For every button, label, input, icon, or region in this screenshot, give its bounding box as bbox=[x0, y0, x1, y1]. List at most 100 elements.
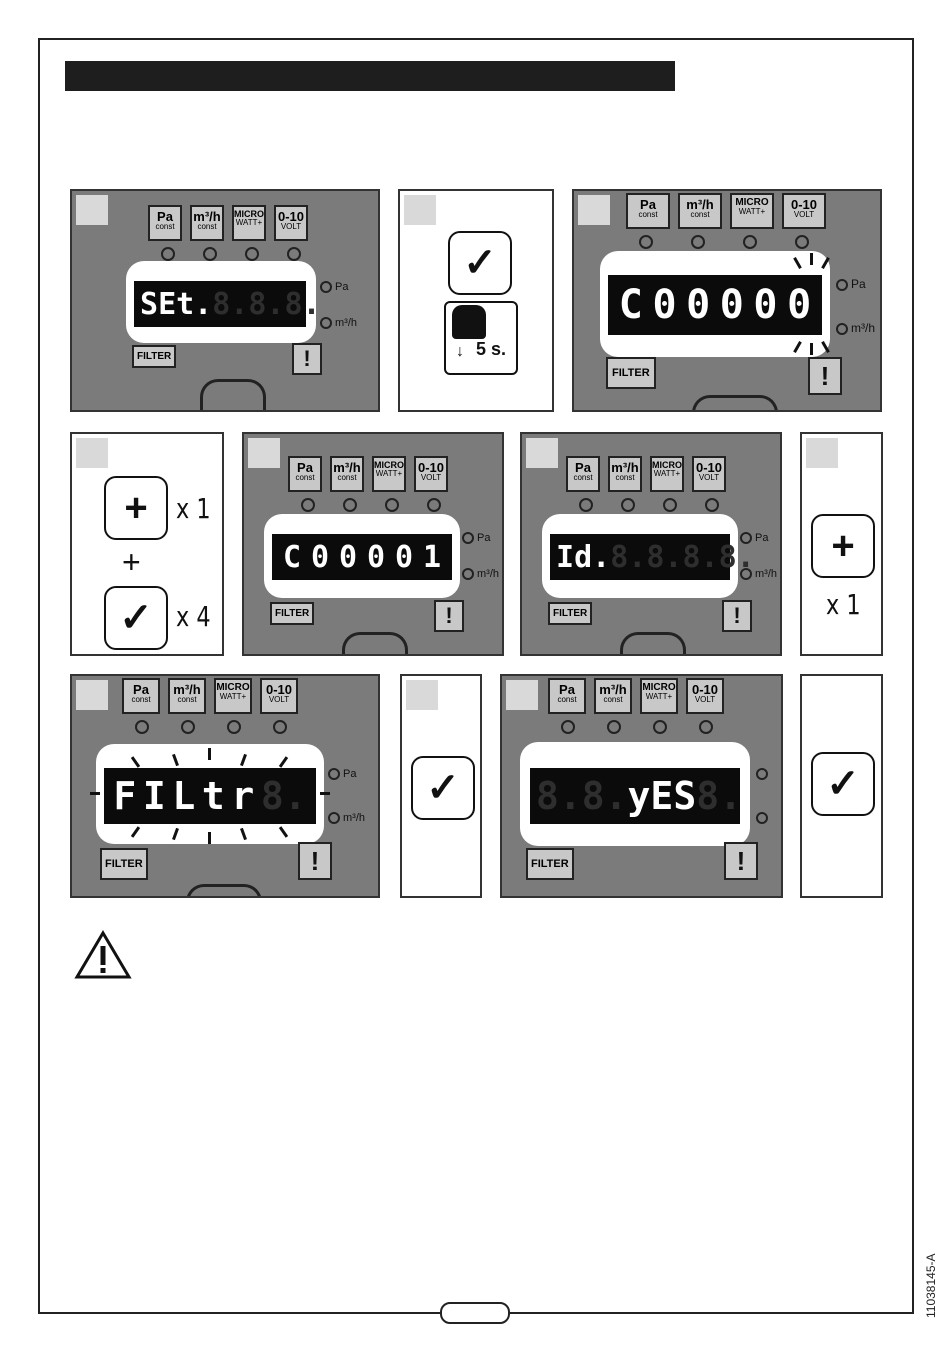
seven-segment-display: 8. 8. y E S 8. bbox=[530, 768, 742, 824]
step-11-panel: ✓ bbox=[800, 674, 883, 898]
alarm-button[interactable]: ! bbox=[724, 842, 758, 880]
device-plus-key[interactable] bbox=[620, 632, 686, 654]
section-title-bar bbox=[65, 61, 675, 91]
alarm-button[interactable]: ! bbox=[808, 357, 842, 395]
display-digit: d. bbox=[574, 539, 611, 575]
step-number-box bbox=[526, 438, 558, 468]
device-plus-key[interactable] bbox=[186, 884, 262, 896]
filter-button[interactable]: FILTER bbox=[548, 602, 593, 625]
m3h-indicator: m³/h bbox=[740, 568, 777, 580]
display-digit: t bbox=[201, 774, 225, 818]
pa-indicator: Pa bbox=[320, 281, 348, 293]
display-digit: 8. bbox=[682, 539, 719, 575]
seven-segment-display: I d. 8. 8. 8. 8. bbox=[550, 534, 755, 580]
filter-button[interactable]: FILTER bbox=[270, 602, 315, 625]
filter-button[interactable]: FILTER bbox=[100, 848, 148, 880]
display-digit: 8. bbox=[284, 286, 321, 322]
step-number-box bbox=[76, 195, 108, 225]
display-digit: 0 bbox=[719, 282, 744, 328]
plus-icon: + bbox=[104, 476, 168, 540]
pa-indicator: Pa bbox=[836, 277, 866, 291]
pa-indicator: Pa bbox=[740, 532, 768, 544]
filter-button[interactable]: FILTER bbox=[526, 848, 574, 880]
filter-button[interactable]: FILTER bbox=[132, 345, 177, 368]
display-digit: S bbox=[140, 286, 159, 322]
step-2-panel: ✓ ↓ 5 s. bbox=[398, 189, 554, 412]
seven-segment-display: S E t. 8. 8. 8. bbox=[134, 281, 321, 327]
display-digit: 0 bbox=[366, 539, 386, 575]
blink-mark bbox=[208, 832, 211, 844]
device-plus-key[interactable] bbox=[692, 395, 778, 410]
display-digit: 8. bbox=[212, 286, 249, 322]
combination-plus: + bbox=[122, 544, 141, 580]
device-plus-key[interactable] bbox=[200, 379, 266, 410]
step-number-box bbox=[404, 195, 436, 225]
page-number-tab bbox=[440, 1302, 510, 1324]
alarm-button[interactable]: ! bbox=[298, 842, 332, 880]
display-digit: 8. bbox=[610, 539, 647, 575]
m3h-indicator-partial bbox=[756, 812, 771, 824]
display-digit: r bbox=[231, 774, 255, 818]
display-digit: I bbox=[556, 539, 575, 575]
display-digit: L bbox=[172, 774, 196, 818]
check-icon: ✓ bbox=[811, 752, 875, 816]
alarm-button[interactable]: ! bbox=[292, 343, 322, 375]
alarm-button[interactable]: ! bbox=[434, 600, 464, 632]
check-icon: ✓ bbox=[448, 231, 512, 295]
display-digit: 8. bbox=[536, 774, 582, 818]
display-digit: 8. bbox=[248, 286, 285, 322]
display-digit: E bbox=[158, 286, 177, 322]
display-digit: 0 bbox=[753, 282, 778, 328]
plus-icon: + bbox=[811, 514, 875, 578]
display-digit: 0 bbox=[787, 282, 812, 328]
display-digit: C bbox=[282, 539, 302, 575]
blink-mark bbox=[810, 343, 813, 355]
display-digit: F bbox=[113, 774, 137, 818]
display-digit: 1 bbox=[422, 539, 442, 575]
filter-button[interactable]: FILTER bbox=[606, 357, 656, 389]
check-multiplier: x 4 bbox=[176, 600, 211, 633]
press-hold-icon: ↓ 5 s. bbox=[444, 301, 518, 375]
display-digit: E bbox=[650, 774, 674, 818]
warning-icon bbox=[74, 930, 132, 985]
blink-mark bbox=[320, 792, 330, 795]
alarm-button[interactable]: ! bbox=[722, 600, 752, 632]
plus-multiplier: x 1 bbox=[826, 588, 861, 621]
hold-duration-label: 5 s. bbox=[476, 339, 507, 359]
plus-multiplier: x 1 bbox=[176, 492, 211, 525]
step-number-box bbox=[76, 438, 108, 468]
pa-indicator: Pa bbox=[462, 532, 490, 544]
device-plus-key[interactable] bbox=[342, 632, 408, 654]
